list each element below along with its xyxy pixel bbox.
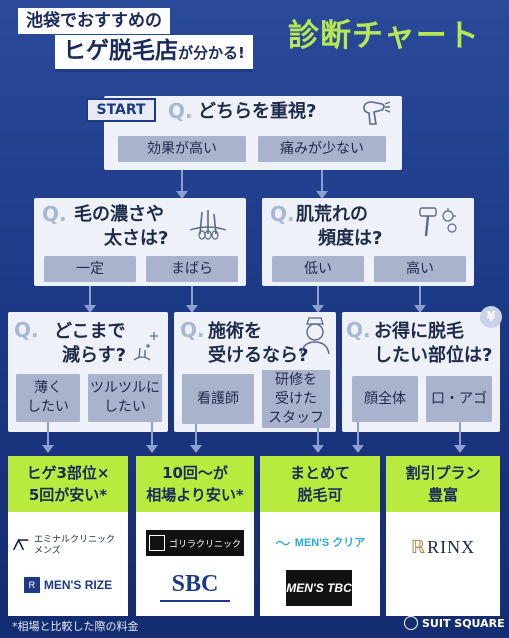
option-thinner: 薄くしたい — [16, 374, 80, 422]
result-4-head-l2: 豊富 — [427, 486, 458, 504]
result-1-head-l2: 5回が安い* — [28, 486, 108, 504]
rinx-logo: ℝ RINX — [392, 532, 494, 562]
result-2-head-l1: 10回〜が — [162, 464, 228, 482]
question-2-line1: 毛の濃さや — [74, 204, 164, 225]
question-3-line2: 頻度は? — [318, 228, 383, 249]
arrow-to-q4-a — [84, 286, 96, 313]
rinx-mark-icon: ℝ — [410, 536, 426, 557]
sbc-logo: SBC — [146, 566, 244, 606]
hair-follicle-icon — [186, 202, 230, 246]
mens-rize-text: MEN'S RIZE — [43, 578, 113, 592]
gorilla-mark-icon — [148, 535, 165, 551]
option-thinner-l1: 薄く — [34, 380, 62, 396]
rize-mark-icon: R — [23, 577, 40, 593]
start-label: START — [86, 98, 156, 122]
mens-clear-text: MEN'S クリア — [294, 537, 366, 549]
question-1-text: どちらを重視? — [198, 101, 317, 122]
mens-tbc-text: MEN'S TBC — [286, 581, 352, 595]
eminal-logo-text: エミナルクリニック メンズ — [33, 534, 115, 555]
rinx-logo-text: RINX — [427, 536, 476, 557]
sbc-logo-rule — [160, 599, 230, 602]
chart-title: 診断チャート — [288, 18, 480, 54]
brand-mark-icon — [404, 616, 418, 630]
option-thinner-l2: したい — [27, 399, 69, 415]
option-smooth-l1: ツルツルに — [90, 380, 160, 396]
option-smooth-l2: したい — [104, 399, 146, 415]
question-3-line1: 肌荒れの — [296, 204, 368, 225]
header-line2-suffix: が分かる! — [178, 44, 245, 62]
question-4-line1: どこまで — [54, 321, 126, 342]
arrow-to-q5-b — [312, 286, 324, 313]
result-2-head-l2: 相場より安い* — [146, 486, 244, 504]
result-2-head: 10回〜が相場より安い* — [136, 456, 254, 512]
question-6-line1: お得に脱毛 — [374, 321, 464, 342]
hair-dryer-icon — [358, 98, 392, 130]
question-5-line2: 受けるなら? — [208, 345, 309, 366]
mens-clear-logo: 〜 MEN'S クリア — [264, 528, 376, 556]
nurse-icon — [298, 316, 332, 356]
arrow-to-result-3-a — [312, 428, 324, 453]
result-4-head-l1: 割引プラン — [405, 464, 481, 482]
q-mark-3: Q. — [270, 202, 295, 226]
yen-coin-icon: ¥ — [480, 306, 502, 328]
option-mouth-chin-l1: 口・アゴ — [431, 390, 487, 407]
eminal-logo: エミナルクリニック メンズ — [12, 530, 124, 560]
result-3-head-l2: 脱毛可 — [297, 486, 343, 504]
sbc-logo-text: SBC — [171, 570, 219, 597]
result-1-head-l1: ヒゲ3部位× — [26, 464, 110, 482]
arrow-to-result-1 — [42, 422, 54, 453]
mens-tbc-logo: MEN'S TBC — [286, 570, 352, 606]
option-full-face-l1: 顔全体 — [364, 390, 406, 407]
question-6-line2: したい部位は? — [374, 345, 493, 366]
arrow-to-result-4 — [454, 422, 466, 453]
option-low: 低い — [272, 256, 364, 282]
arrow-to-q2 — [176, 170, 188, 199]
option-uniform: 一定 — [44, 256, 136, 282]
q-mark-5: Q. — [180, 318, 205, 342]
result-4-head: 割引プラン豊富 — [386, 456, 500, 512]
footnote: *相場と比較した際の料金 — [12, 620, 139, 633]
option-staff-l1: 研修を — [275, 371, 317, 388]
q-mark-6: Q. — [346, 318, 371, 342]
question-2-line2: 太さは? — [104, 228, 169, 249]
option-staff-l3: スタッフ — [268, 409, 324, 426]
sparkle-hair-icon — [128, 328, 162, 364]
option-nurse-l1: 看護師 — [197, 390, 239, 407]
question-4-line2: 減らす? — [62, 345, 127, 366]
header-line2: ヒゲ脱毛店が分かる! — [55, 35, 253, 72]
brand-logo: SUIT SQUARE — [404, 616, 505, 630]
header-line2-main: ヒゲ脱毛店 — [63, 38, 178, 64]
option-full-face: 顔全体 — [352, 376, 418, 422]
header-line1: 池袋でおすすめの — [18, 8, 170, 34]
result-3-head-l1: まとめて — [289, 464, 350, 482]
arrow-to-result-3-b — [352, 422, 364, 453]
option-sparse: まばら — [146, 256, 238, 282]
question-5-line1: 施術を — [208, 321, 262, 342]
arrow-to-result-2-b — [190, 424, 202, 453]
mens-rize-logo: R MEN'S RIZE — [12, 572, 124, 598]
clear-wave-icon: 〜 — [274, 536, 291, 553]
option-nurse: 看護師 — [182, 374, 254, 424]
option-smooth: ツルツルにしたい — [88, 374, 162, 422]
q-mark-1: Q. — [168, 99, 193, 123]
option-high: 高い — [374, 256, 466, 282]
option-less-pain: 痛みが少ない — [258, 136, 386, 162]
brand-text: SUIT SQUARE — [422, 616, 505, 630]
option-effective: 効果が高い — [118, 136, 246, 162]
gorilla-logo-text: ゴリラクリニック — [168, 538, 241, 549]
arrow-to-q3 — [316, 170, 328, 199]
option-staff-l2: 受けた — [275, 390, 317, 407]
arrow-to-q6 — [414, 286, 426, 313]
razor-icon — [412, 202, 460, 242]
q-mark-2: Q. — [42, 202, 67, 226]
arrow-to-q5-a — [186, 286, 198, 313]
result-1-head: ヒゲ3部位× 5回が安い* — [8, 456, 128, 512]
gorilla-clinic-logo: ゴリラクリニック — [146, 530, 244, 556]
option-trained-staff: 研修を受けたスタッフ — [262, 370, 330, 428]
option-mouth-chin: 口・アゴ — [426, 376, 492, 422]
q-mark-4: Q. — [14, 318, 39, 342]
result-3-head: まとめて脱毛可 — [260, 456, 380, 512]
arrow-to-result-2-a — [146, 422, 158, 453]
